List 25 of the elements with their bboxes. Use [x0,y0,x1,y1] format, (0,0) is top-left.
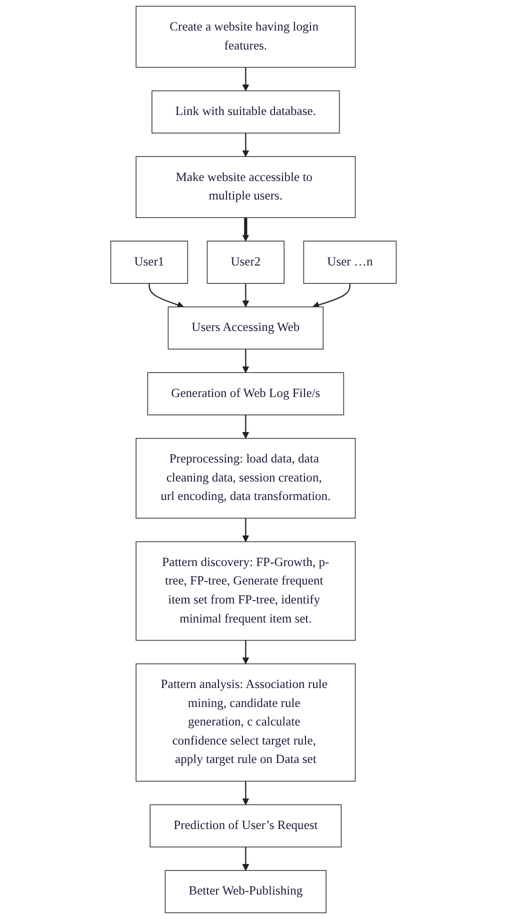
arrow [242,640,250,664]
node-box: Prediction of User’s Request [150,804,342,848]
arrow [242,349,250,373]
node-box: User1 [110,240,188,284]
node-box: User …n [303,240,397,284]
node-box: Better Web-Publishing [164,870,326,914]
node-box: Generation of Web Log File/s [147,372,344,416]
node-box: Make website accessible to multiple users. [136,156,356,218]
node-box: Users Accessing Web [168,306,324,350]
arrow [242,518,250,542]
arrow [148,283,184,308]
arrow [242,283,250,308]
node-box: Link with suitable database. [152,90,340,134]
node-box: Pattern discovery: FP-Growth, p-tree, FP-tree, Generate frequent item set from FP-tree, identify minimal frequent item set. [136,541,356,641]
arrow [312,283,351,308]
node-box: User2 [206,240,284,284]
arrow [242,67,250,92]
arrow [242,414,250,439]
arrow [242,781,250,806]
arrow [242,218,250,242]
arrow [242,846,250,871]
arrow [242,133,250,157]
node-box: Create a website having login features. [136,6,356,68]
node-box: Preprocessing: load data, data cleaning data, session creation, url encoding, data transformation. [136,438,356,519]
node-box: Pattern analysis: Association rule mining, candidate rule generation, c calculate confidence select target rule, apply target rule on Data set [136,663,356,782]
